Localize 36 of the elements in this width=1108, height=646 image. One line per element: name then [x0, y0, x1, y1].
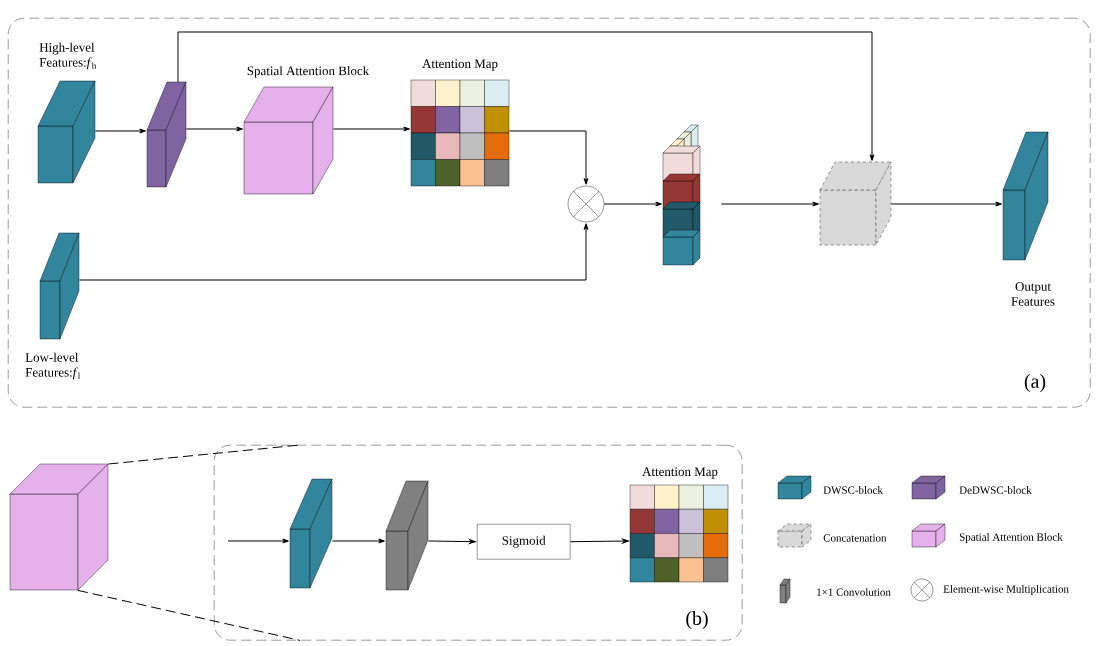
multiplication-symbol [567, 185, 605, 223]
legend-label: Element-wise Multiplication [943, 585, 1069, 595]
legend-label: DWSC-block [823, 486, 883, 494]
arrow [603, 201, 662, 207]
arrow [185, 126, 243, 132]
legend-label: Spatial Attention Block [959, 533, 1063, 543]
legend-label: 1×1 Convolution [817, 588, 891, 596]
zoom-line [77, 589, 301, 641]
stacked-feature-block [662, 124, 701, 266]
arrow [177, 31, 875, 161]
convolution-block [385, 480, 429, 591]
block-label: Low-level Features:f$_{l}$ [25, 352, 81, 380]
feature-block [146, 81, 187, 188]
legend-label: DeDWSC-block [959, 486, 1032, 494]
arrow [720, 201, 819, 207]
arrow [427, 539, 476, 544]
block-label: Attention Map [642, 467, 718, 479]
arrow [332, 126, 410, 132]
arrow [508, 130, 589, 185]
arrow [890, 201, 1002, 207]
block-label: Attention Map [422, 59, 498, 71]
arrow [94, 128, 146, 134]
arrow [569, 538, 629, 544]
attention-block [9, 463, 109, 591]
block-label: High-level Features:f$_{h}$ [39, 42, 97, 70]
process-box: Sigmoid [477, 524, 571, 560]
concatenation-block [819, 161, 892, 246]
block-label: Output Features [1011, 282, 1055, 306]
block-label: Spatial Attention Block [247, 66, 370, 78]
panel-label: (b) [686, 610, 708, 629]
legend-label: Concatenation [823, 534, 887, 542]
panel-label: (a) [1024, 373, 1046, 392]
arrow [78, 223, 589, 281]
feature-block [289, 478, 333, 589]
arrow [227, 538, 289, 544]
arrow [331, 538, 385, 544]
